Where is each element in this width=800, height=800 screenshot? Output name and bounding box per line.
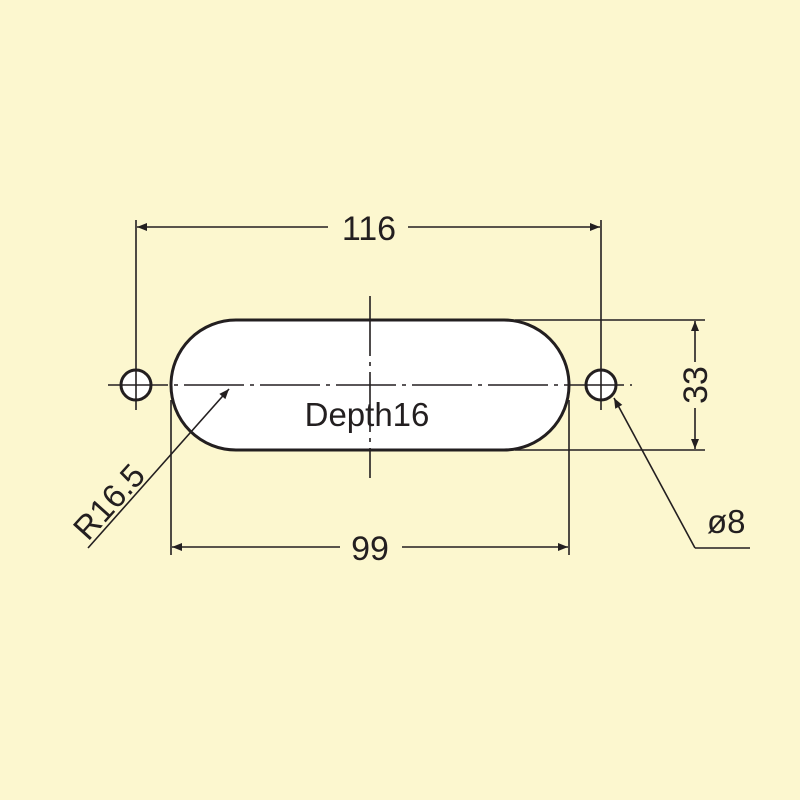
hole-diameter-label: ø8 — [707, 503, 746, 540]
hole-leader-diagonal — [613, 397, 696, 549]
dimension-99-label: 99 — [351, 530, 389, 568]
radius-leader-line — [87, 388, 230, 549]
dimension-33-label: 33 — [677, 366, 715, 404]
dimension-116-label: 116 — [342, 210, 396, 248]
depth-label: Depth16 — [305, 396, 430, 433]
radius-label: R16.5 — [66, 456, 152, 546]
